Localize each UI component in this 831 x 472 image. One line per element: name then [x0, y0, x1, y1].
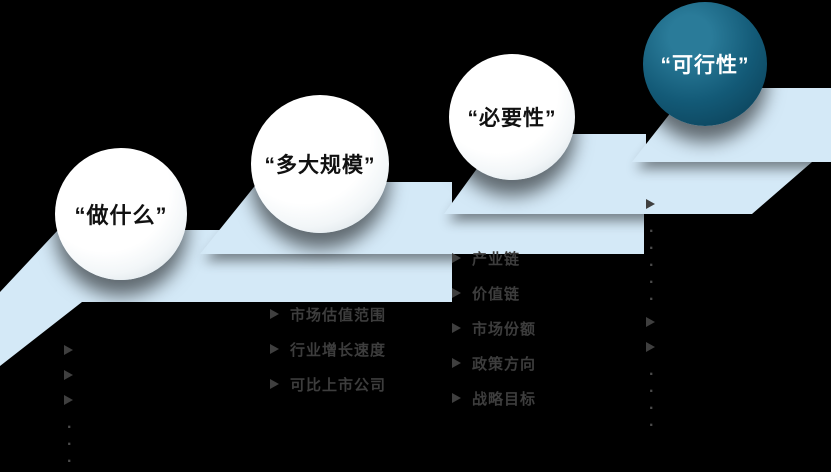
step-circle-what: “做什么” [55, 148, 187, 280]
arrow-bullet-icon [270, 379, 279, 389]
bullet-list-necessity: 产业链价值链市场份额政策方向战略目标 [452, 248, 536, 423]
bullet-text: 价值链 [472, 285, 521, 303]
step-circle-necessity: “必要性” [449, 54, 575, 180]
arrow-bullet-icon [64, 345, 73, 355]
bullet-item [646, 316, 655, 328]
arrow-bullet-icon [270, 309, 279, 319]
arrow-bullet-icon [452, 253, 461, 263]
step-circle-what-label: “做什么” [74, 203, 168, 228]
step-circle-necessity-label: “必要性” [467, 107, 557, 130]
arrow-bullet-icon [270, 344, 279, 354]
bullet-text: 行业增长速度 [290, 341, 387, 359]
bullet-item [646, 341, 655, 353]
arrow-bullet-icon [452, 323, 461, 333]
bullet-list-scale: 市场估值范围行业增长速度可比上市公司 [270, 304, 386, 409]
bullet-item: 可比上市公司 [270, 374, 386, 394]
bullet-item [64, 369, 73, 381]
bullet-list-feasibility: · · · · · · · · · [646, 198, 655, 442]
ellipsis-dots: · · · · [649, 366, 655, 434]
arrow-bullet-icon [64, 395, 73, 405]
bullet-text: 政策方向 [472, 355, 537, 373]
bullet-item [64, 344, 73, 356]
step-circle-feasibility-label: “可行性” [660, 54, 750, 77]
step-circle-scale: “多大规模” [251, 95, 389, 233]
step-circle-feasibility: “可行性” [643, 2, 767, 126]
bullet-text: 市场份额 [472, 320, 537, 338]
bullet-item: 产业链 [452, 248, 536, 268]
arrow-bullet-icon [646, 342, 655, 352]
arrow-bullet-icon [452, 393, 461, 403]
bullet-text: 市场估值范围 [290, 306, 387, 324]
bullet-list-what: · · · [64, 344, 73, 472]
bullet-item: 行业增长速度 [270, 339, 386, 359]
arrow-bullet-icon [452, 358, 461, 368]
step-circle-scale-label: “多大规模” [264, 154, 376, 177]
arrow-bullet-icon [646, 199, 655, 209]
bullet-item: 市场份额 [452, 318, 536, 338]
bullet-item [646, 198, 655, 210]
bullet-item: 战略目标 [452, 388, 536, 408]
bullet-item: 政策方向 [452, 353, 536, 373]
arrow-bullet-icon [452, 288, 461, 298]
bullet-item: 市场估值范围 [270, 304, 386, 324]
arrow-bullet-icon [646, 317, 655, 327]
bullet-text: 可比上市公司 [290, 376, 387, 394]
bullet-text: 战略目标 [472, 390, 537, 408]
bullet-item [64, 394, 73, 406]
ellipsis-dots: · · · [67, 419, 73, 470]
arrow-bullet-icon [64, 370, 73, 380]
bullet-text: 产业链 [472, 250, 521, 268]
ellipsis-dots: · · · · · [649, 223, 655, 308]
bullet-item: 价值链 [452, 283, 536, 303]
